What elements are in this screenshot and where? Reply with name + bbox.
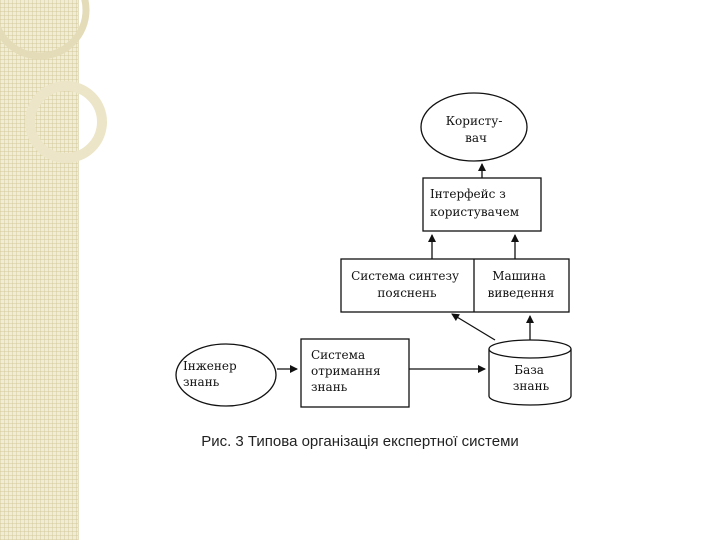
acquisition-label-line-2: отримання	[311, 364, 381, 378]
knowledge-base-top	[488, 339, 572, 359]
interface-node	[422, 177, 542, 232]
engineer-node	[175, 343, 277, 407]
knowledge-base-label: База знань	[513, 363, 550, 393]
user-label-line-1: Користу-	[446, 114, 503, 128]
user-label: Користу- вач	[446, 114, 507, 145]
engineer-label: Інженер знань	[183, 359, 241, 389]
user-node	[420, 92, 528, 162]
user-label-line-2: вач	[465, 131, 487, 145]
acquisition-label-line-3: знань	[311, 380, 348, 394]
inference-label: Машина виведення	[488, 269, 555, 300]
acquisition-label-line-1: Система	[311, 348, 365, 362]
decor-ring-middle	[25, 81, 107, 163]
decorative-rings	[0, 0, 107, 163]
knowledge-base-node	[488, 339, 572, 406]
decor-ring-top	[0, 0, 90, 60]
knowledge-base-label-line-1: База	[514, 363, 544, 377]
acquisition-node	[300, 338, 410, 408]
processing-block	[340, 258, 570, 313]
engineer-label-line-1: Інженер	[183, 359, 237, 373]
knowledge-base-label-line-2: знань	[513, 379, 550, 393]
interface-label-line-2: користувачем	[430, 205, 519, 219]
interface-label: Інтерфейс з користувачем	[430, 187, 519, 219]
inference-label-line-2: виведення	[488, 286, 555, 300]
side-band-divider	[78, 0, 79, 540]
acquisition-label: Система отримання знань	[311, 348, 384, 394]
interface-label-line-1: Інтерфейс з	[430, 187, 506, 201]
engineer-label-line-2: знань	[183, 375, 220, 389]
inference-label-line-1: Машина	[492, 269, 546, 283]
arrow-knowledge-base-to-explanation	[451, 313, 496, 341]
explanation-label: Система синтезу пояснень	[351, 269, 463, 300]
explanation-label-line-1: Система синтезу	[351, 269, 459, 283]
explanation-label-line-2: пояснень	[377, 286, 437, 300]
figure-caption: Рис. 3 Типова організація експертної сис…	[201, 433, 519, 450]
knowledge-base-body	[488, 349, 572, 406]
